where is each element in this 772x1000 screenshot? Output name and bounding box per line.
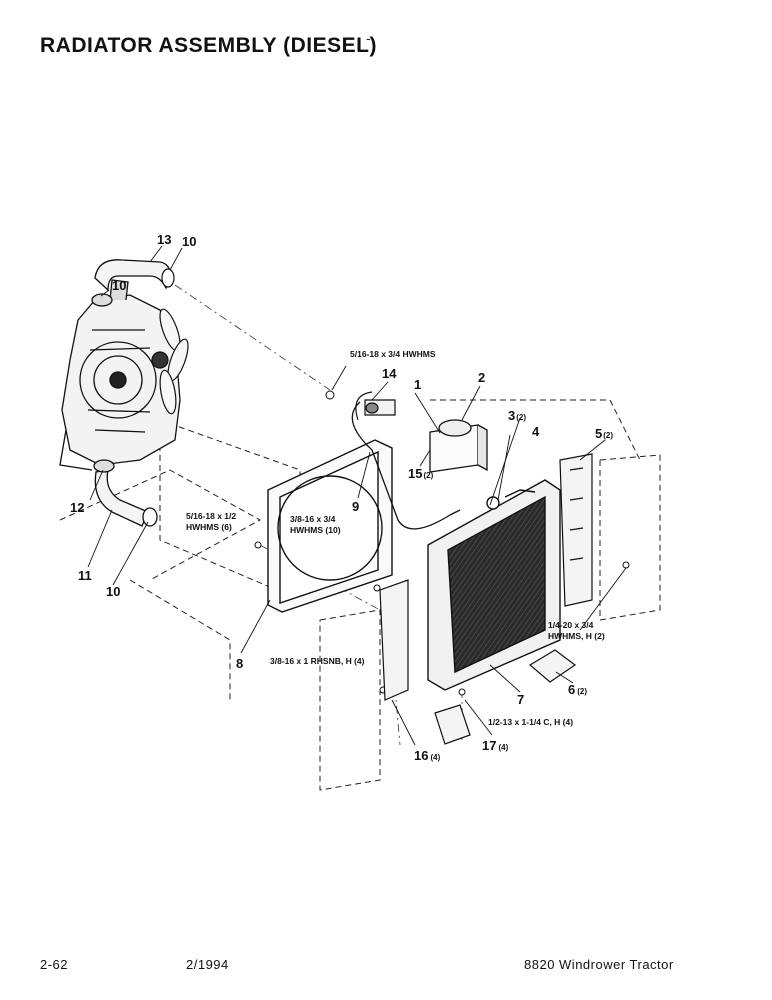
- hardware-label: 5/16-18 x 3/4 HWHMS: [350, 349, 436, 359]
- lower-hose: [93, 459, 158, 527]
- part-label: 5(2): [595, 426, 613, 441]
- part-label: 2: [478, 370, 485, 385]
- part-label: 13: [157, 232, 171, 247]
- part-label: 14: [382, 366, 397, 381]
- page-title: RADIATOR ASSEMBLY (DIESEL): [40, 34, 377, 57]
- upper-hose: [91, 259, 171, 307]
- hardware-label: 1/2-13 x 1-1/4 C, H (4): [488, 717, 573, 727]
- part-label: 8: [236, 656, 243, 671]
- part-label: 12: [70, 500, 84, 515]
- radiator-core: [427, 479, 561, 691]
- part-label: 3(2): [508, 408, 526, 423]
- part-label: 15(2): [408, 466, 434, 481]
- part-label: 9: [352, 499, 359, 514]
- part-label: 11: [78, 568, 92, 583]
- part-labels: 1 2 3(2) 4 5(2) 6(2) 7 8 9 10 10 10 11 1…: [70, 232, 613, 763]
- part-label: 1: [414, 377, 421, 392]
- reservoir-bracket: [355, 391, 396, 421]
- footer-date: 2/1994: [186, 957, 229, 972]
- part-label: 10: [106, 584, 120, 599]
- bolt-symbols: [254, 390, 630, 696]
- mounting-brackets: [434, 649, 577, 745]
- part-label: 17(4): [482, 738, 509, 753]
- fan-shroud: [267, 439, 393, 613]
- footer-page-number: 2-62: [40, 957, 69, 972]
- part-label: 10: [112, 278, 126, 293]
- leader-lines: [87, 245, 627, 746]
- part-label: 4: [532, 424, 540, 439]
- frame-outline: [59, 399, 661, 791]
- coolant-reservoir: [429, 419, 488, 473]
- part-label: 6(2): [568, 682, 587, 697]
- part-label: 10: [182, 234, 196, 249]
- hardware-label: 3/8-16 x 1 RHSNB, H (4): [270, 656, 365, 666]
- engine-block: [59, 279, 181, 471]
- hose-clamp: [161, 268, 175, 288]
- fan-blades: [151, 308, 189, 415]
- title-mark: -: [366, 30, 371, 46]
- overflow-tube: [351, 401, 461, 530]
- footer-model: 8820 Windrower Tractor: [524, 957, 674, 972]
- part-label: 7: [517, 692, 524, 707]
- part-label: 16(4): [414, 748, 441, 763]
- side-plates: [379, 453, 593, 701]
